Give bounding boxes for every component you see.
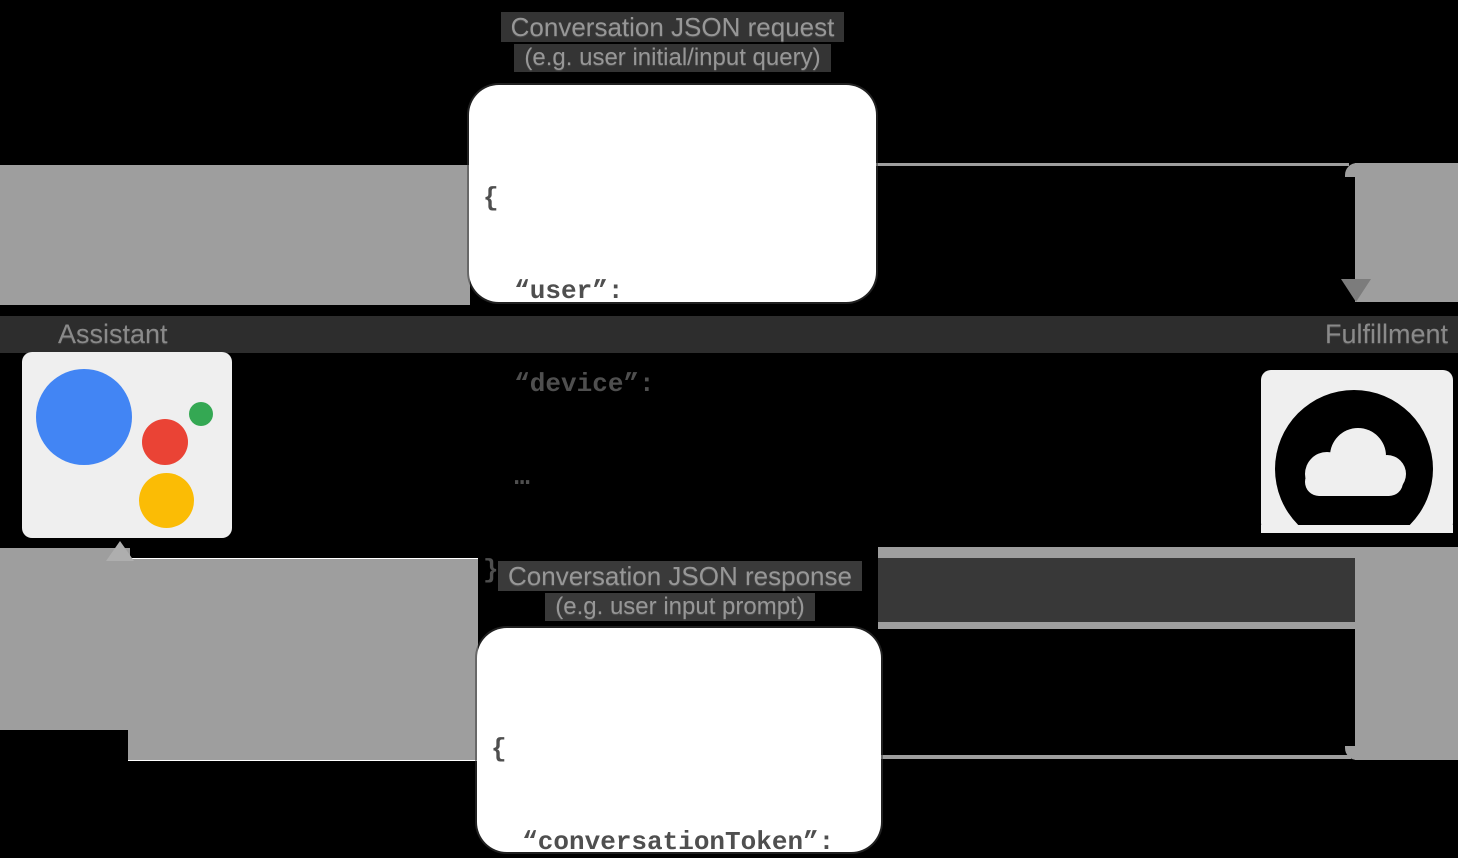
request-arrow-body — [0, 165, 470, 305]
request-arrow-line — [876, 163, 1349, 166]
arrow-down-icon — [1341, 279, 1371, 302]
fulfillment-tile — [1261, 370, 1453, 548]
response-arrow-body — [128, 558, 478, 761]
response-arrow-line-top — [878, 547, 1358, 558]
assistant-logo-green-circle — [189, 402, 213, 426]
request-subtitle: (e.g. user initial/input query) — [514, 44, 831, 72]
code-line: “device”: — [483, 369, 655, 399]
arrow-up-icon — [106, 541, 134, 561]
response-title-block: Conversation JSON response (e.g. user in… — [478, 560, 882, 622]
code-line: } — [483, 555, 499, 585]
response-arrow-line-mid — [878, 622, 1355, 629]
assistant-label: Assistant — [58, 319, 168, 349]
response-subtitle: (e.g. user input prompt) — [545, 593, 815, 621]
response-arrow-dark-row — [878, 558, 1355, 622]
assistant-logo-yellow-circle — [139, 473, 194, 528]
request-title: Conversation JSON request — [500, 12, 845, 42]
code-line: “conversationToken”: — [491, 827, 835, 857]
cloud-icon — [1261, 390, 1453, 548]
response-json-box: { “conversationToken”: “userStorage”: … … — [477, 628, 881, 857]
response-title: Conversation JSON response — [498, 561, 862, 591]
response-arrow-column — [1355, 547, 1458, 760]
assistant-logo-red-circle — [142, 419, 188, 465]
code-line: “user”: — [483, 276, 624, 306]
assistant-logo-blue-circle — [36, 369, 132, 465]
response-arrow-body-outer — [0, 548, 130, 730]
fulfillment-label: Fulfillment — [1324, 319, 1448, 349]
code-line: … — [483, 462, 530, 492]
request-json-box: { “user”: “device”: … } — [469, 85, 876, 585]
code-line: { — [483, 183, 499, 213]
response-json-code: { “conversationToken”: “userStorage”: … … — [477, 628, 881, 858]
assistant-tile — [22, 352, 232, 538]
code-line: { — [491, 734, 507, 764]
request-json-code: { “user”: “device”: … } — [469, 85, 876, 648]
request-title-block: Conversation JSON request (e.g. user ini… — [469, 11, 876, 73]
actor-label-strip: Assistant Fulfillment — [0, 316, 1458, 353]
request-arrow-column — [1355, 163, 1458, 302]
response-arrow-line-bottom — [878, 755, 1351, 759]
